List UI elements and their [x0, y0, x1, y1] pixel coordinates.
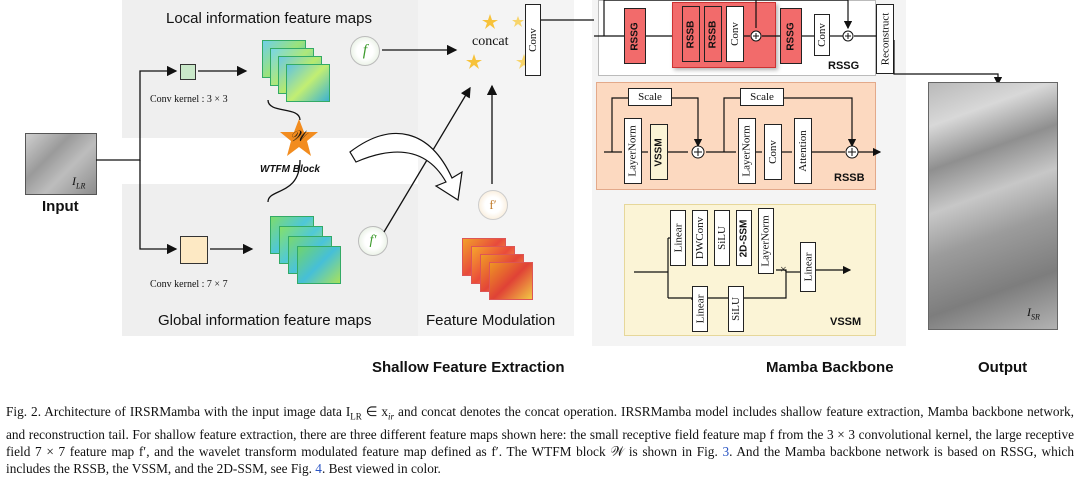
conv3-box [180, 64, 196, 80]
caption-part-4: . And the Mamba backbone network is base… [6, 443, 1074, 476]
conv-head-label: Conv [527, 28, 539, 52]
conv-head-box: Conv [525, 4, 541, 76]
local-feature-stack [262, 40, 342, 110]
concat-stars-icon [466, 14, 532, 69]
f-symbol: f [362, 42, 368, 59]
output-sub: SR [1031, 312, 1040, 322]
vssm-linear-1: Linear [670, 210, 686, 266]
vssm-2d-ssm: 2D-SSM [736, 210, 752, 266]
f-prime-modulated-circle: f′ [478, 190, 508, 220]
caption-part-5: . Best viewed in color. [321, 460, 441, 476]
rssb-scale-2: Scale [740, 88, 784, 106]
global-title: Global information feature maps [158, 312, 372, 329]
wtfm-symbol: 𝒲 [290, 129, 306, 145]
shallow-section-label: Shallow Feature Extraction [372, 359, 565, 376]
vssm-linear-out: Linear [800, 242, 816, 292]
rssg-inner-conv: Conv [726, 6, 744, 62]
rssb-vssm: VSSM [650, 124, 668, 180]
caption-fig3-link[interactable]: 3 [722, 443, 730, 459]
conv7-box [180, 236, 208, 264]
rssb-title: RSSB [834, 172, 865, 184]
local-title: Local information feature maps [166, 10, 372, 27]
multiply-icon: × [780, 262, 787, 276]
vssm-dwconv: DWConv [692, 210, 708, 266]
input-image: ILR [25, 133, 97, 195]
output-image-label: ISR [1027, 305, 1040, 321]
f-circle: f [350, 36, 380, 66]
mamba-section-label: Mamba Backbone [766, 359, 894, 376]
mamba-arrows [594, 0, 1003, 300]
conv7-label: Conv kernel : 7 × 7 [150, 279, 228, 290]
f-prime-symbol: f′ [369, 233, 377, 248]
rssb-attention: Attention [794, 118, 812, 184]
input-label: Input [42, 198, 79, 215]
caption-sub-2: ir [388, 411, 395, 422]
vssm-linear-2: Linear [692, 286, 708, 332]
input-i: I [72, 174, 76, 188]
vssm-layernorm: LayerNorm [758, 208, 774, 274]
conv3-label: Conv kernel : 3 × 3 [150, 94, 228, 105]
modulated-feature-stack [462, 238, 542, 308]
reconstruct-box: Reconstruct [876, 4, 894, 74]
output-i: I [1027, 305, 1031, 319]
vssm-silu-1: SiLU [714, 210, 730, 266]
input-sub: LR [76, 181, 86, 191]
input-image-label: ILR [72, 174, 85, 190]
f-prime-circle: f′ [358, 226, 388, 256]
rssb-layernorm-1: LayerNorm [624, 118, 642, 184]
f-prime-modulated-symbol: f′ [489, 197, 497, 212]
output-image: ISR [928, 82, 1058, 330]
global-panel [122, 184, 418, 336]
concat-label: concat [472, 34, 509, 49]
vssm-silu-2: SiLU [728, 286, 744, 332]
caption-part-1: Fig. 2. Architecture of IRSRMamba with t… [6, 404, 351, 419]
vssm-title: VSSM [830, 316, 862, 328]
caption-part-3: and concat denotes the concat operation.… [6, 404, 1074, 459]
feature-modulation-title: Feature Modulation [426, 312, 556, 329]
rssb-layernorm-2: LayerNorm [738, 118, 756, 184]
rssg-block-1: RSSG [624, 8, 646, 64]
caption-sub-1: LR [350, 411, 362, 422]
rssb-scale-1: Scale [628, 88, 672, 106]
caption-fig4-link[interactable]: 4 [315, 460, 322, 476]
figure-caption: Fig. 2. Architecture of IRSRMamba with t… [6, 403, 1074, 477]
rssb-conv: Conv [764, 124, 782, 180]
rssg-title: RSSG [828, 60, 860, 72]
global-feature-stack [270, 216, 350, 296]
output-section-label: Output [978, 359, 1028, 376]
star-icon [280, 119, 318, 156]
rssg-tail-conv: Conv [814, 14, 830, 56]
shallow-arrows [96, 19, 594, 255]
wtfm-label: WTFM Block [260, 164, 320, 175]
rssb-mini-1: RSSB [682, 6, 700, 62]
rssb-mini-2: RSSB [704, 6, 722, 62]
caption-part-2: ∈ x [361, 404, 389, 419]
rssg-block-2: RSSG [780, 8, 802, 64]
